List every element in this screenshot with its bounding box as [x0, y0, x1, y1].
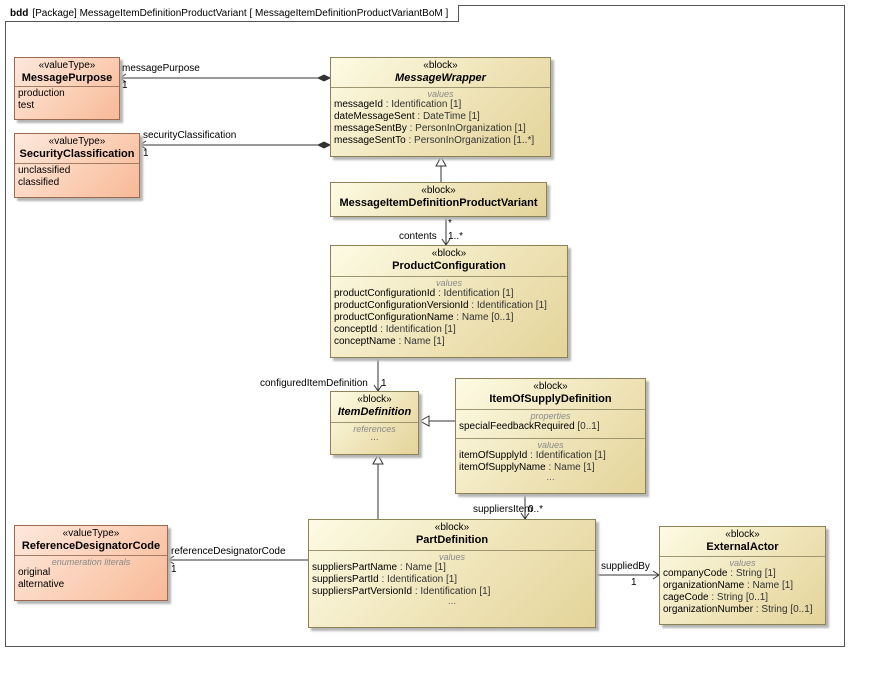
midpv-block[interactable]: «block» MessageItemDefinitionProductVari… — [330, 182, 547, 217]
mult-reference-designator-code: 1 — [171, 564, 177, 575]
section-title-properties: properties — [530, 411, 571, 421]
generalization-arrow-item-of-supply — [418, 415, 430, 427]
attribute-row: itemOfSupplyName : Name [1] — [459, 462, 595, 473]
mult-suppliers-item: 0..* — [528, 504, 544, 515]
mult-contents-source: * — [448, 218, 452, 229]
literal-original: original — [18, 567, 51, 578]
arrowhead-ref-designator — [167, 555, 175, 565]
role-security-classification: securityClassification — [143, 130, 237, 141]
message-purpose-block[interactable]: «valueType» MessagePurpose production te… — [14, 57, 120, 120]
stereotype-label: «valueType» — [62, 528, 120, 539]
attribute-row: suppliersPartId : Identification [1] — [312, 574, 458, 585]
block-name: SecurityClassification — [19, 148, 135, 160]
attribute-row: suppliersPartName : Name [1] — [312, 562, 446, 573]
arrowhead-security-classification — [139, 140, 147, 150]
attribute-row: organizationName : Name [1] — [663, 580, 794, 591]
section-title-values: values — [427, 89, 454, 99]
attribute-row: cageCode : String [0..1] — [663, 592, 769, 603]
block-name: PartDefinition — [415, 534, 489, 546]
literal-classified: classified — [18, 177, 60, 188]
stereotype-label: «block» — [725, 529, 760, 540]
external-actor-block[interactable]: «block» ExternalActor values companyCode… — [659, 526, 826, 625]
generalization-arrow-part-definition — [372, 453, 384, 465]
section-title-values: values — [435, 278, 462, 288]
security-classification-block[interactable]: «valueType» SecurityClassification uncla… — [14, 133, 140, 198]
diagram-frame-title: bdd [Package] MessageItemDefinitionProdu… — [5, 5, 460, 22]
arrowhead-message-purpose — [119, 73, 127, 83]
role-configured-item-definition: configuredItemDefinition — [260, 378, 368, 389]
diagram-kind: bdd — [10, 7, 29, 19]
property-row: specialFeedbackRequired [0..1] — [459, 421, 600, 432]
attribute-row: messageSentBy : PersonInOrganization [1] — [334, 123, 526, 134]
stereotype-label: «block» — [533, 381, 568, 392]
attribute-row: suppliersPartVersionId : Identification … — [312, 586, 491, 597]
role-message-purpose: messagePurpose — [122, 63, 200, 74]
attribute-row: dateMessageSent : DateTime [1] — [334, 111, 480, 122]
stereotype-label: «block» — [357, 394, 392, 405]
ellipsis: ... — [546, 472, 555, 483]
mult-contents: 1..* — [448, 231, 464, 242]
mult-security-classification: 1 — [143, 148, 149, 159]
section-title-values: values — [729, 558, 756, 568]
role-contents: contents — [399, 231, 437, 242]
block-name: ItemDefinition — [337, 406, 412, 418]
mult-supplied-by: 1 — [631, 577, 637, 588]
role-reference-designator-code: referenceDesignatorCode — [171, 546, 286, 557]
attribute-row: messageSentTo : PersonInOrganization [1.… — [334, 135, 535, 146]
section-title-values: values — [438, 552, 465, 562]
stereotype-label: «valueType» — [48, 136, 106, 147]
literal-alternative: alternative — [18, 579, 65, 590]
stereotype-label: «valueType» — [38, 60, 96, 71]
attribute-row: conceptName : Name [1] — [334, 336, 445, 347]
message-wrapper-block[interactable]: «block» MessageWrapper values messageId … — [330, 57, 551, 157]
attribute-row: productConfigurationVersionId : Identifi… — [334, 300, 547, 311]
product-configuration-block[interactable]: «block» ProductConfiguration values prod… — [330, 245, 568, 358]
block-name: ExternalActor — [706, 541, 779, 553]
section-title-references: references — [353, 424, 396, 434]
stereotype-label: «block» — [421, 185, 456, 196]
section-title-values: values — [537, 440, 564, 450]
part-definition-block[interactable]: «block» PartDefinition values suppliersP… — [308, 519, 596, 628]
attribute-row: productConfigurationId : Identification … — [334, 288, 514, 299]
composition-diamond-security — [316, 141, 332, 149]
generalization-arrow-midpv — [435, 155, 447, 167]
literal-unclassified: unclassified — [18, 165, 71, 176]
attribute-row: itemOfSupplyId : Identification [1] — [459, 450, 606, 461]
block-name: ProductConfiguration — [392, 260, 506, 272]
stereotype-label: «block» — [423, 60, 458, 71]
block-name: MessageItemDefinitionProductVariant — [339, 197, 538, 209]
ellipsis: ... — [447, 596, 457, 607]
block-name: MessageWrapper — [395, 72, 486, 84]
stereotype-label: «block» — [431, 248, 467, 259]
literal-test: test — [18, 100, 35, 111]
role-suppliers-item: suppliersItem — [473, 504, 533, 515]
block-name: ReferenceDesignatorCode — [21, 540, 161, 552]
ellipsis: ... — [370, 432, 379, 443]
mult-configured-item-definition: 1 — [381, 378, 387, 389]
item-of-supply-definition-block[interactable]: «block» ItemOfSupplyDefinition propertie… — [455, 378, 646, 494]
attribute-row: messageId : Identification [1] — [334, 99, 462, 110]
attribute-row: productConfigurationName : Name [0..1] — [334, 312, 514, 323]
attribute-row: organizationNumber : String [0..1] — [663, 604, 813, 615]
mult-message-purpose: 1 — [122, 80, 128, 91]
reference-designator-code-block[interactable]: «valueType» ReferenceDesignatorCode enum… — [14, 525, 168, 601]
diagram-title: [Package] MessageItemDefinitionProductVa… — [32, 7, 449, 19]
role-supplied-by: suppliedBy — [601, 561, 650, 572]
attribute-row: companyCode : String [1] — [663, 568, 776, 579]
block-name: ItemOfSupplyDefinition — [489, 393, 612, 405]
block-name: MessagePurpose — [21, 72, 113, 84]
literal-production: production — [18, 88, 65, 99]
stereotype-label: «block» — [434, 522, 470, 533]
attribute-row: conceptId : Identification [1] — [334, 324, 456, 335]
section-title-enumeration-literals: enumeration literals — [51, 557, 131, 567]
composition-diamond-message-purpose — [316, 74, 332, 82]
item-definition-block[interactable]: «block» ItemDefinition references ... — [330, 391, 419, 455]
